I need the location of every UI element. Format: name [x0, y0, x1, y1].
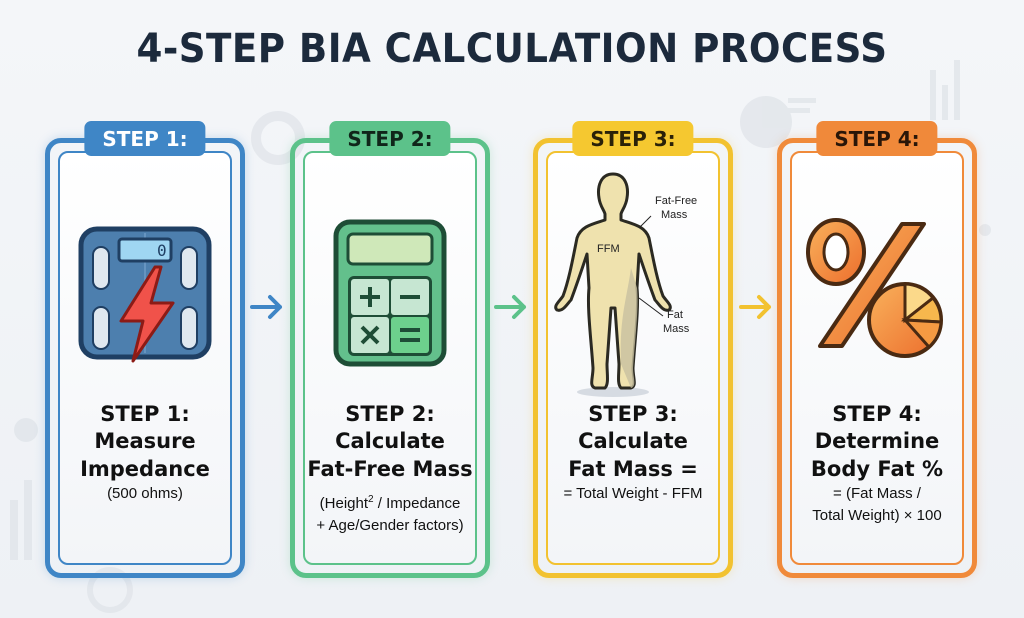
step-1-title-line2: Impedance	[80, 457, 210, 481]
step-4-badge: STEP 4:	[816, 121, 938, 156]
calculator-icon	[295, 183, 485, 403]
step-2-heading: STEP 2:	[345, 402, 435, 426]
step-3-badge: STEP 3:	[572, 121, 694, 156]
step-1-heading: STEP 1:	[100, 402, 190, 426]
svg-text:FFM: FFM	[597, 243, 620, 255]
step-3-title-line1: Calculate	[578, 429, 688, 453]
step-2-formula: (Height2 / Impedance + Age/Gender factor…	[316, 494, 464, 534]
step-1-formula: (500 ohms)	[107, 485, 183, 502]
page-title: 4-STEP BIA CALCULATION PROCESS	[136, 26, 888, 72]
step-1-card: STEP 1: 0 STEP 1: Measure Impedance (500…	[45, 121, 245, 578]
step-3-text: STEP 3: Calculate Fat Mass = = Total Wei…	[544, 401, 722, 505]
smart-scale-lightning-icon: 0	[50, 183, 240, 403]
step-4-title-line1: Determine	[814, 429, 940, 453]
human-body-icon: FFM Fat-Free Mass Fat Mass	[538, 172, 728, 397]
percent-pie-icon	[782, 183, 972, 403]
step-3-heading: STEP 3:	[588, 402, 678, 426]
step-2-text: STEP 2: Calculate Fat-Free Mass (Height2…	[301, 401, 479, 537]
svg-text:Mass: Mass	[663, 323, 690, 335]
svg-text:Mass: Mass	[661, 209, 688, 221]
step-4-text: STEP 4: Determine Body Fat % = (Fat Mass…	[788, 401, 966, 527]
svg-text:0: 0	[157, 241, 167, 260]
step-2-title-line2: Fat-Free Mass	[307, 457, 473, 481]
svg-text:Fat: Fat	[667, 309, 683, 321]
step-2-title-line1: Calculate	[335, 429, 445, 453]
step-3-title-line2: Fat Mass =	[568, 457, 698, 481]
step-1-text: STEP 1: Measure Impedance (500 ohms)	[56, 401, 234, 505]
step-4-card: STEP 4: STEP 4: Determine Body Fat % = (…	[777, 121, 977, 578]
svg-text:Fat-Free: Fat-Free	[655, 195, 697, 207]
arrow-right-icon	[494, 295, 526, 319]
step-3-card: STEP 3: FFM Fat-Free Mass Fat Mass STEP …	[533, 121, 733, 578]
step-4-formula: = (Fat Mass / Total Weight) × 100	[812, 485, 942, 524]
arrow-right-icon	[739, 295, 771, 319]
step-1-badge: STEP 1:	[84, 121, 206, 156]
step-2-badge: STEP 2:	[329, 121, 451, 156]
arrow-right-icon	[250, 295, 282, 319]
step-4-title-line2: Body Fat %	[810, 457, 944, 481]
step-4-heading: STEP 4:	[832, 402, 922, 426]
step-4-inner	[790, 151, 964, 565]
step-3-formula: = Total Weight - FFM	[563, 485, 703, 502]
step-2-card: STEP 2: STEP 2: Calculate Fat-Free Mass …	[290, 121, 490, 578]
step-1-title-line1: Measure	[94, 429, 196, 453]
